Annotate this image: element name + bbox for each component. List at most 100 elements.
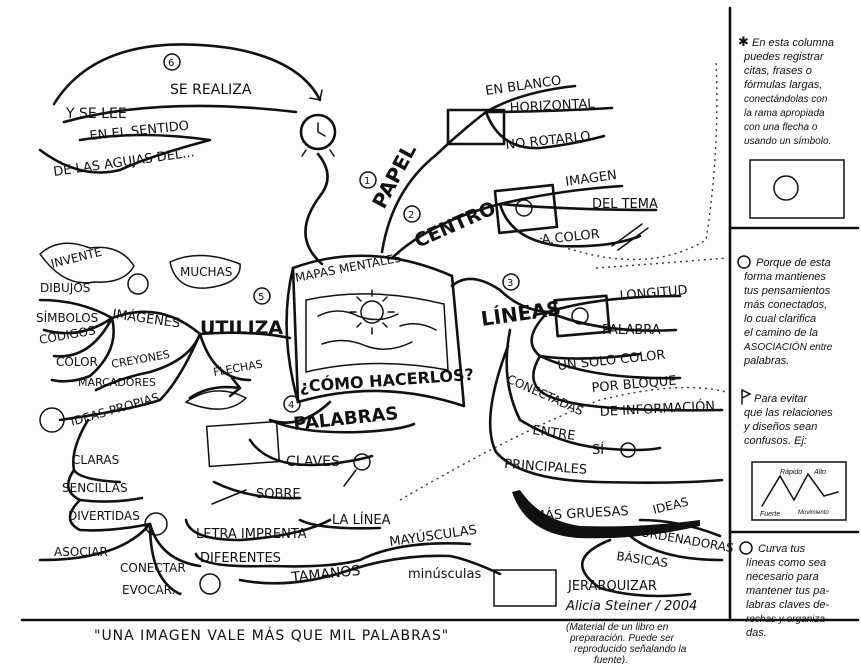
map-label: fórmulas largas, xyxy=(744,79,822,91)
map-label: IMÁGENES xyxy=(111,306,181,331)
map-label: SÍ xyxy=(592,442,604,458)
map-label: el camino de la xyxy=(744,327,818,339)
author-signature: Alicia Steiner / 2004 xyxy=(565,599,697,614)
branch-label-lineas: LÍNEAS xyxy=(479,296,562,331)
connector-sidebar-1 xyxy=(539,59,718,261)
face-icon xyxy=(199,573,221,595)
map-label: MARCADORES xyxy=(78,376,156,389)
branch-papel: 1 PAPEL EN BLANCO HORIZONTAL NO ROTARLO xyxy=(359,73,614,254)
map-label: que las relaciones xyxy=(744,407,833,419)
magnifier-icon xyxy=(353,453,371,471)
map-label: líneas como sea xyxy=(746,557,826,569)
map-label: con una flecha o xyxy=(744,122,818,133)
map-label: LETRA IMPRENTA xyxy=(196,527,307,542)
map-label: En esta columna xyxy=(752,37,834,49)
map-label: 1 xyxy=(364,176,370,187)
quote-text: "UNA IMAGEN VALE MÁS QUE MIL PALABRAS" xyxy=(94,627,449,644)
map-label: 6 xyxy=(168,58,174,69)
number-badge-4 xyxy=(283,395,301,413)
map-label: SE REALIZA xyxy=(170,82,252,98)
branch-palabras: 4 PALABRAS CLAVES SOBRE LA LÍNEA LETRA I… xyxy=(184,395,502,586)
map-label: IDEAS PROPIAS xyxy=(69,390,161,429)
map-label: CLARAS xyxy=(72,453,119,467)
hierarchy-sketch xyxy=(493,569,557,607)
map-label: 5 xyxy=(258,292,264,303)
flag-icon xyxy=(741,388,752,405)
map-label: minúsculas xyxy=(408,567,481,582)
number-badge-5 xyxy=(253,287,271,305)
map-label: DE INFORMACIÓN xyxy=(599,398,715,420)
map-label: ENTRE xyxy=(531,423,576,444)
map-label: labras claves de- xyxy=(746,599,829,611)
map-label: Movimiento xyxy=(798,510,829,516)
sidebar-note-2: Porque de esta forma mantienes tus pensa… xyxy=(737,255,833,367)
lightbulb-icon xyxy=(39,407,65,433)
map-label: FLECHAS xyxy=(212,357,263,378)
number-badge-6 xyxy=(163,53,181,71)
blank-paper-icon xyxy=(446,108,506,146)
sun-icon xyxy=(360,300,384,324)
map-label: HORIZONTAL xyxy=(509,97,595,116)
flower-bullet-icon xyxy=(737,255,751,269)
connector-sidebar-2 xyxy=(595,257,727,269)
map-label: IMAGEN xyxy=(564,168,617,190)
map-label: MÁS GRUESAS xyxy=(533,503,629,524)
source-note: (Material de un libro en preparación. Pu… xyxy=(566,622,687,664)
map-label: CÓDIGOS xyxy=(38,322,97,347)
map-label: necesario para xyxy=(746,571,819,583)
map-label: Y SE LEE xyxy=(65,106,127,122)
map-label: preparación. Puede ser xyxy=(569,633,675,644)
number-badge-3 xyxy=(502,273,520,291)
branch-label-utiliza: UTILIZA xyxy=(200,317,283,339)
map-label: LA LÍNEA xyxy=(332,512,391,528)
map-label: rechas y organiza- xyxy=(746,614,829,625)
map-label: JERARQUIZAR xyxy=(567,579,657,594)
map-label: la rama apropiada xyxy=(744,108,825,119)
connection-knot-icon xyxy=(620,442,636,458)
number-badge-1 xyxy=(359,171,377,189)
sidebar-note-1: ✱ En esta columna puedes registrar citas… xyxy=(738,35,834,147)
map-label: DIVERTIDAS xyxy=(68,509,140,523)
branch-centro: 2 CENTRO IMAGEN DEL TEMA A COLOR xyxy=(390,168,658,260)
arrow-drawing-icon xyxy=(184,390,248,410)
map-label: 4 xyxy=(288,400,294,411)
map-label: palabras. xyxy=(743,355,789,367)
theme-image-icon xyxy=(493,183,559,235)
line-image-icon xyxy=(553,294,611,338)
map-label: conectándolas con xyxy=(744,94,828,105)
map-label: CLAVES xyxy=(286,454,340,470)
map-label: PRINCIPALES xyxy=(504,457,588,478)
map-label: 2 xyxy=(408,210,414,221)
central-image: MAPAS MENTALES ¿CÓMO HACERLOS? xyxy=(285,251,474,408)
sidebar-note-3: Para evitar que las relaciones y diseños… xyxy=(741,388,833,447)
map-label: SÍMBOLOS xyxy=(36,310,98,325)
map-label: usando un símbolo. xyxy=(744,136,831,147)
map-label: MUCHAS xyxy=(180,265,232,279)
thick-main-line xyxy=(512,490,700,539)
map-label: lo cual clarifica xyxy=(744,313,816,325)
map-label: SENCILLAS xyxy=(62,481,128,495)
map-label: 3 xyxy=(507,278,513,289)
map-label: confusos. Ej: xyxy=(744,435,807,447)
map-label: citas, frases o xyxy=(744,65,812,77)
map-label: das. xyxy=(746,627,767,639)
map-label: SOBRE xyxy=(256,487,301,502)
map-label: NO ROTARLO xyxy=(505,129,591,153)
map-label: forma mantienes xyxy=(744,271,826,283)
map-label: Para evitar xyxy=(754,393,809,405)
map-label: CONECTAR xyxy=(120,561,186,575)
map-label: reproducido señalando la xyxy=(574,644,687,655)
sidebar-image-sketch xyxy=(749,159,845,219)
branch-label-centro: CENTRO xyxy=(411,197,499,252)
map-label: ASOCIACIÓN entre xyxy=(743,340,833,353)
number-badge-2 xyxy=(403,205,421,223)
map-label: ASOCIAR xyxy=(54,545,108,559)
map-label: DIFERENTES xyxy=(200,551,281,566)
map-label: (Material de un libro en xyxy=(566,622,669,633)
map-label: DIBUJOS xyxy=(40,281,90,295)
branch-lectura: 6 SE REALIZA Y SE LEE EN EL SENTIDO DE L… xyxy=(38,43,337,266)
map-label: DEL TEMA xyxy=(592,197,658,212)
branch-utiliza: 5 UTILIZA INVENTE MUCHAS DIBUJOS SÍMBOLO… xyxy=(36,242,292,597)
connector-sidebar-3 xyxy=(399,386,727,501)
